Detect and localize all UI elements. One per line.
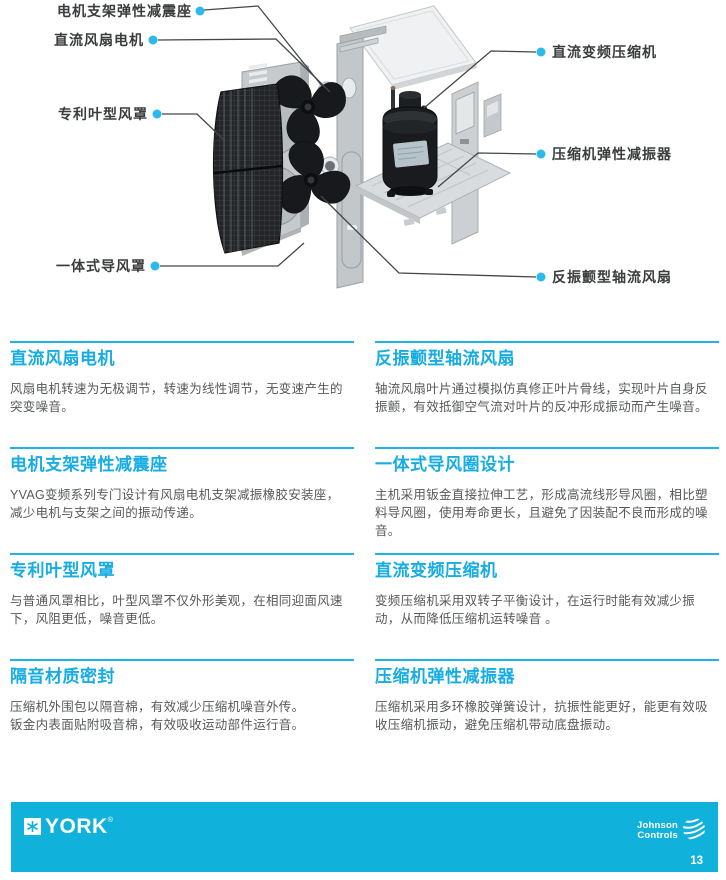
feature-title: 专利叶型风罩 — [10, 561, 115, 580]
compressor-illustration — [382, 86, 438, 197]
feature-body: 轴流风扇叶片通过模拟仿真修正叶片骨线，实现叶片自身反 振颤，有效抵御空气流对叶片… — [375, 382, 708, 414]
footer-bar: YORK ® Johnson Controls 13 — [11, 802, 718, 872]
feature-title: 直流风扇电机 — [10, 349, 115, 368]
johnson-controls-logo: Johnson Controls — [637, 816, 707, 842]
callout-label-compressor-damper: 压缩机弹性减振器 — [552, 146, 672, 162]
york-snowflake-icon — [24, 818, 41, 835]
mounting-bracket — [483, 93, 502, 138]
feature-inverter-compressor: 直流变频压缩机 变频压缩机采用双转子平衡设计，在运行时能有效减少振 动，从而降低… — [375, 553, 719, 659]
york-logo: YORK ® — [24, 815, 113, 838]
registered-trademark-symbol: ® — [107, 817, 113, 824]
feature-body: 压缩机外围包以隔音棉，有效减少压缩机噪音外传。 钣金内表面贴附吸音棉，有效吸收运… — [10, 700, 305, 732]
feature-body: 压缩机采用多环橡胶弹簧设计，抗振性能更好，能更有效吸 收压缩机振动，避免压缩机带… — [375, 700, 708, 732]
callout-label-patented-fan-guard: 专利叶型风罩 — [58, 106, 148, 122]
johnson-controls-globe-icon — [683, 818, 705, 840]
callout-label-dc-inverter-compressor: 直流变频压缩机 — [552, 44, 657, 60]
feature-body: 风扇电机转速为无极调节，转速为线性调节，无变速产生的 突变噪音。 — [10, 382, 343, 414]
feature-title: 一体式导风圈设计 — [375, 455, 515, 474]
callout-label-motor-mount: 电机支架弹性减震座 — [57, 3, 192, 19]
callout-label-dc-fan-motor: 直流风扇电机 — [54, 32, 144, 48]
callout-label-integrated-shroud: 一体式导风罩 — [56, 258, 146, 274]
feature-title: 反振颤型轴流风扇 — [375, 349, 515, 368]
york-wordmark: YORK — [45, 815, 108, 838]
feature-compressor-damper: 压缩机弹性减振器 压缩机采用多环橡胶弹簧设计，抗振性能更好，能更有效吸 收压缩机… — [375, 659, 719, 765]
roof-panel — [349, 5, 477, 90]
page-number: 13 — [690, 855, 703, 867]
feature-body: 与普通风罩相比，叶型风罩不仅外形美观，在相同迎面风速 下，风阻更低，噪音更低。 — [10, 594, 343, 626]
exploded-diagram: 电机支架弹性减震座 直流风扇电机 专利叶型风罩 一体式导风罩 直流变频压缩机 压… — [0, 0, 726, 315]
feature-air-ring-design: 一体式导风圈设计 主机采用钣金直接拉伸工艺，形成高流线形导风圈，相比塑 料导风圈… — [375, 447, 719, 553]
callout-label-anti-flutter-fan: 反振颤型轴流风扇 — [552, 269, 672, 285]
unit-exploded-view-illustration — [148, 5, 546, 289]
feature-body: 主机采用钣金直接拉伸工艺，形成高流线形导风圈，相比塑 料导风圈，使用寿命更长，且… — [375, 488, 708, 538]
feature-dc-fan-motor: 直流风扇电机 风扇电机转速为无极调节，转速为线性调节，无变速产生的 突变噪音。 — [10, 341, 354, 447]
features-grid: 直流风扇电机 风扇电机转速为无极调节，转速为线性调节，无变速产生的 突变噪音。 … — [10, 341, 719, 765]
fan-propeller-lower — [277, 141, 351, 214]
feature-sound-insulation: 隔音材质密封 压缩机外围包以隔音棉，有效减少压缩机噪音外传。 钣金内表面贴附吸音… — [10, 659, 354, 765]
front-grille — [212, 83, 284, 254]
frame-column — [336, 25, 387, 289]
feature-title: 电机支架弹性减震座 — [10, 455, 168, 474]
feature-motor-mount: 电机支架弹性减震座 YVAG变频系列专门设计有风扇电机支架减振橡胶安装座， 减少… — [10, 447, 354, 553]
feature-title: 压缩机弹性减振器 — [375, 667, 515, 686]
feature-anti-flutter-fan: 反振颤型轴流风扇 轴流风扇叶片通过模拟仿真修正叶片骨线，实现叶片自身反 振颤，有… — [375, 341, 719, 447]
feature-body: YVAG变频系列专门设计有风扇电机支架减振橡胶安装座， 减少电机与支架之间的振动… — [10, 488, 340, 520]
feature-body: 变频压缩机采用双转子平衡设计，在运行时能有效减少振 动，从而降低压缩机运转噪音 … — [375, 594, 696, 626]
callout-dots — [148, 6, 546, 282]
feature-title: 直流变频压缩机 — [375, 561, 498, 580]
fan-propeller-upper — [272, 75, 346, 147]
johnson-controls-wordmark: Johnson Controls — [637, 820, 678, 841]
feature-fan-guard: 专利叶型风罩 与普通风罩相比，叶型风罩不仅外形美观，在相同迎面风速 下，风阻更低… — [10, 553, 354, 659]
callout-lines — [157, 5, 537, 278]
feature-title: 隔音材质密封 — [10, 667, 115, 686]
